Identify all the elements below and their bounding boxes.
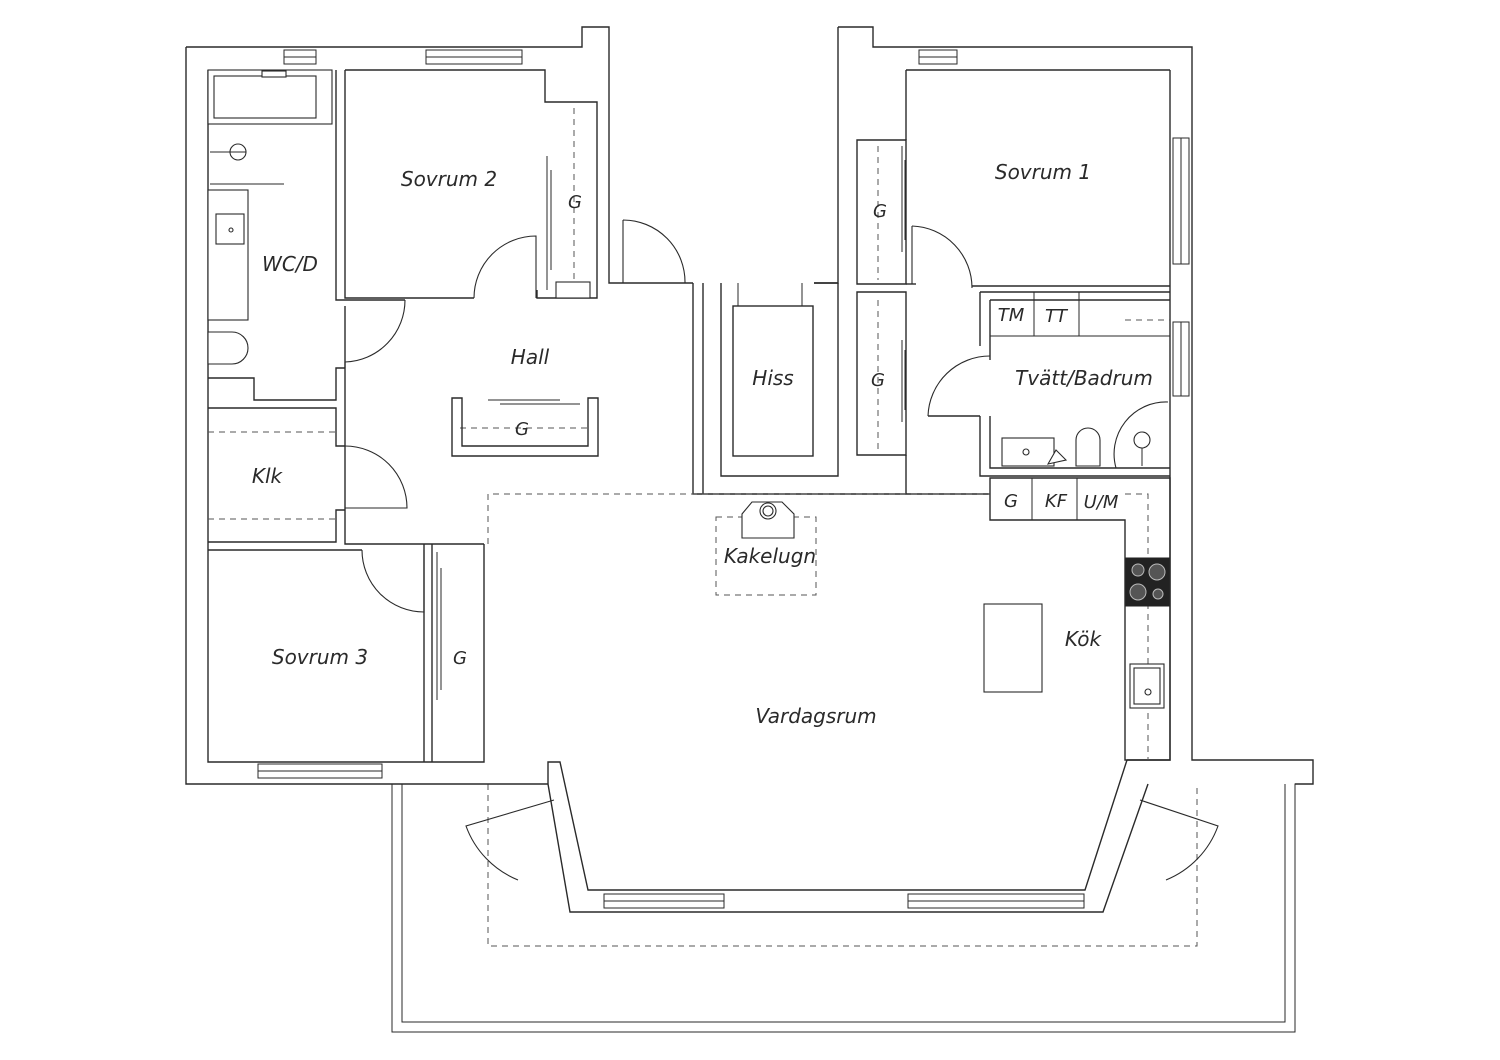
label-kakelugn: Kakelugn [724, 544, 816, 568]
elevator [732, 283, 814, 457]
label-klk: Klk [252, 464, 284, 488]
label-tvatt-badrum: Tvätt/Badrum [1015, 366, 1153, 390]
exterior-walls [185, 26, 1314, 913]
label-sovrum-2: Sovrum 2 [401, 167, 497, 191]
label-wc-d: WC/D [262, 252, 318, 276]
label-kitchen-g: G [1004, 491, 1018, 512]
label-hiss: Hiss [752, 366, 793, 390]
kakelugn-stove [741, 501, 795, 539]
label-hall: Hall [511, 345, 550, 369]
label-kok: Kök [1065, 627, 1103, 651]
label-wardrobe-hall: G [515, 419, 529, 440]
label-sovrum-1: Sovrum 1 [995, 160, 1091, 184]
room-labels: Sovrum 2 Sovrum 1 WC/D Hall Hiss Tvätt/B… [252, 160, 1153, 728]
label-vardagsrum: Vardagsrum [755, 704, 876, 728]
wardrobes [423, 146, 906, 762]
label-closet-sovrum-3: G [453, 648, 467, 669]
balcony [391, 783, 1313, 1033]
storage-labels: G G G G G G TM TT KF U/M [453, 192, 1119, 669]
label-tt: TT [1045, 306, 1069, 327]
label-um: U/M [1084, 492, 1119, 513]
label-sovrum-3: Sovrum 3 [272, 645, 368, 669]
kitchen-fixtures [983, 557, 1170, 709]
doors [344, 219, 1219, 881]
bathroom-fixtures [207, 69, 1169, 469]
label-closet-sovrum-1: G [873, 201, 887, 222]
label-closet-hall-right: G [871, 370, 885, 391]
windows [257, 49, 1190, 909]
label-closet-sovrum-2: G [568, 192, 582, 213]
label-tm: TM [998, 305, 1025, 326]
label-kf: KF [1045, 491, 1068, 512]
interior-walls [208, 69, 1171, 761]
